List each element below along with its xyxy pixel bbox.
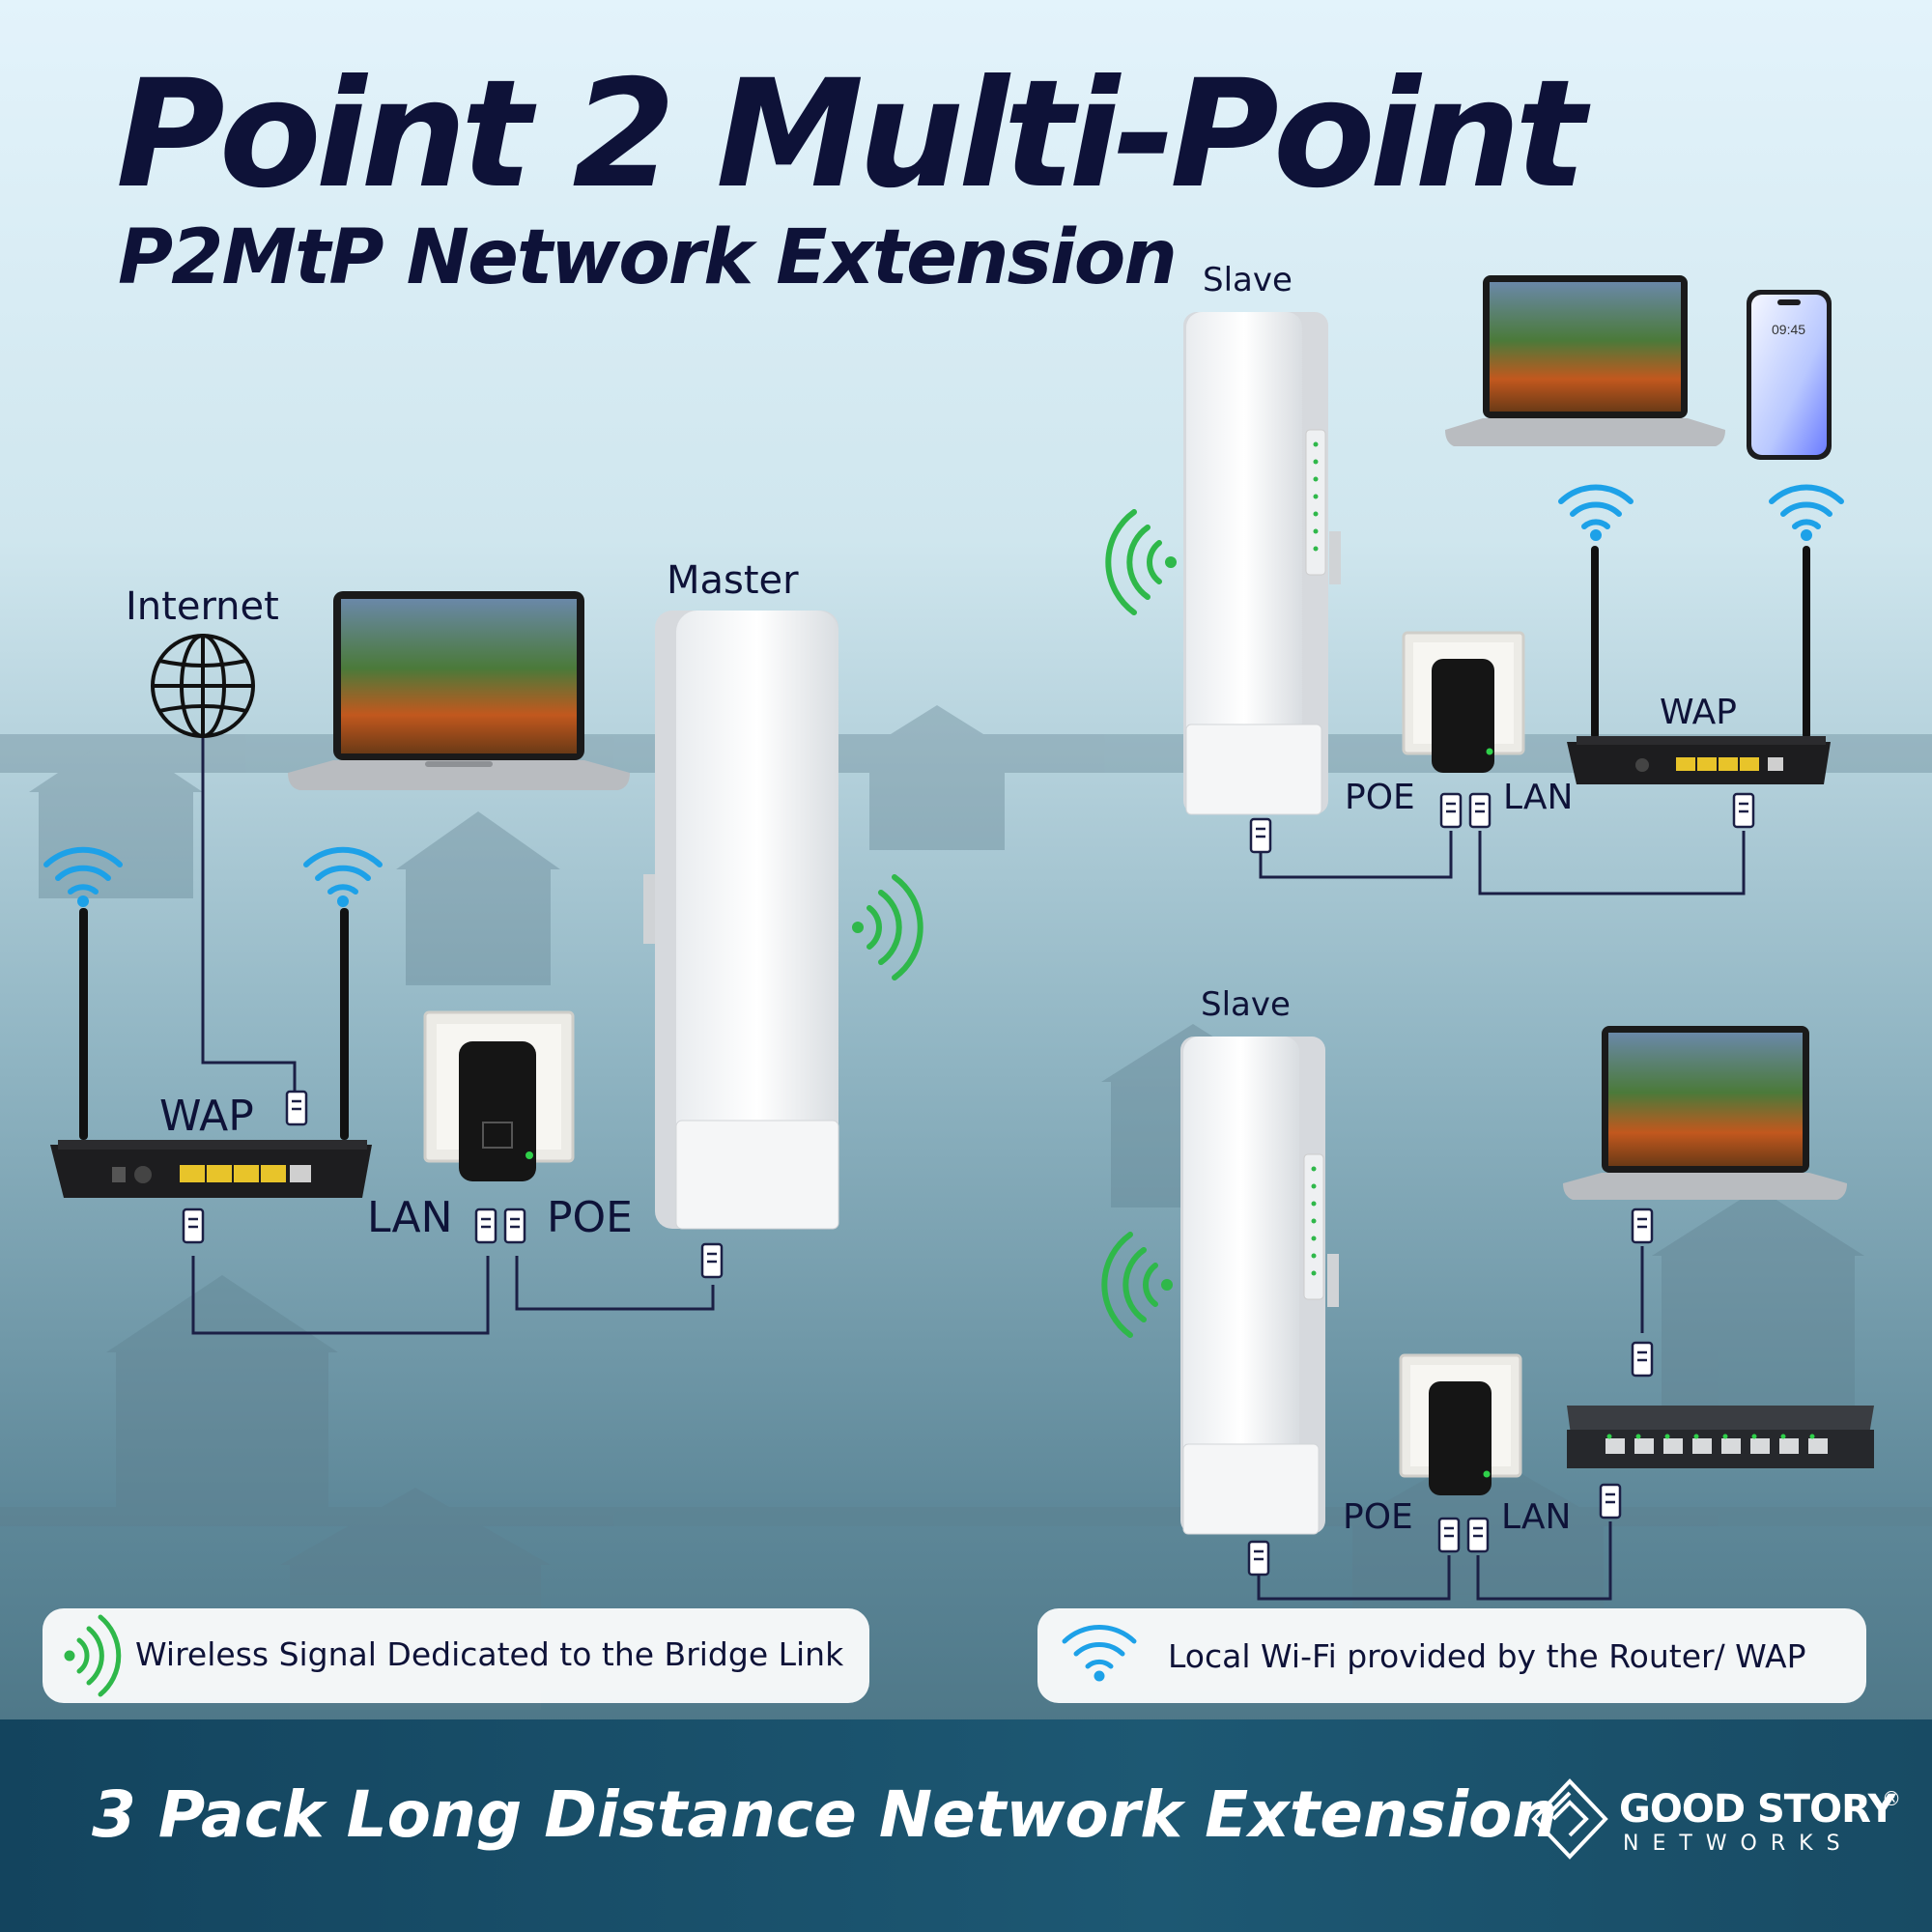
ethernet-plug-icon bbox=[700, 1242, 724, 1279]
wifi-icon bbox=[1558, 484, 1634, 541]
ethernet-plug-icon bbox=[1437, 1517, 1461, 1553]
cpe-antenna-icon bbox=[643, 611, 839, 1230]
top-right-wap-label: WAP bbox=[1660, 693, 1737, 732]
cables bbox=[191, 676, 1746, 1601]
ethernet-plug-icon bbox=[503, 1208, 526, 1244]
laptop-icon bbox=[288, 591, 630, 790]
top-right-poe-label: POE bbox=[1345, 778, 1415, 817]
bridge-signal-icon bbox=[1105, 509, 1177, 615]
ethernet-plug-icon bbox=[1631, 1341, 1654, 1378]
switch-icon bbox=[1567, 1406, 1874, 1468]
bridge-signal-icon bbox=[1101, 1232, 1173, 1338]
wifi-icon bbox=[43, 846, 123, 907]
brand-name: GOOD STORY bbox=[1619, 1787, 1896, 1832]
cpe-antenna-icon bbox=[1180, 1037, 1339, 1535]
ethernet-plug-icon bbox=[182, 1208, 205, 1244]
router-icon bbox=[1567, 546, 1831, 784]
phone-icon bbox=[1747, 290, 1832, 460]
internet-label: Internet bbox=[126, 584, 279, 629]
ethernet-plug-icon bbox=[1247, 1540, 1270, 1577]
footer-banner bbox=[0, 1719, 1932, 1932]
bridge-signal-icon bbox=[64, 1614, 122, 1697]
brand-subtitle: NETWORKS bbox=[1623, 1832, 1854, 1856]
ethernet-plug-icon bbox=[1249, 817, 1272, 854]
globe-icon bbox=[151, 634, 255, 738]
ethernet-plug-icon bbox=[1466, 1517, 1490, 1553]
ethernet-plug-icon bbox=[1599, 1483, 1622, 1520]
phone-time: 09:45 bbox=[1772, 322, 1806, 337]
legend-bridge-text: Wireless Signal Dedicated to the Bridge … bbox=[135, 1635, 844, 1673]
brand-registered-mark: ® bbox=[1882, 1787, 1901, 1810]
ethernet-plug-icon bbox=[1732, 792, 1755, 829]
wifi-icon bbox=[1769, 484, 1844, 541]
footer-tagline: 3 Pack Long Distance Network Extension bbox=[92, 1777, 1558, 1852]
ethernet-plug-icon bbox=[1631, 1208, 1654, 1244]
bottom-right-lan-label: LAN bbox=[1501, 1497, 1572, 1537]
laptop-icon bbox=[1445, 275, 1725, 446]
bridge-signal-icon bbox=[852, 874, 923, 980]
left-lan-label: LAN bbox=[367, 1193, 453, 1242]
legend-bridge: Wireless Signal Dedicated to the Bridge … bbox=[43, 1608, 869, 1703]
bottom-right-poe-label: POE bbox=[1343, 1497, 1413, 1537]
laptop-icon bbox=[1563, 1026, 1847, 1200]
master-label: Master bbox=[667, 558, 799, 603]
left-poe-label: POE bbox=[547, 1193, 633, 1242]
ethernet-plugs bbox=[182, 792, 1755, 1577]
cpe-antenna-icon bbox=[1183, 312, 1341, 815]
ethernet-plug-icon bbox=[1439, 792, 1463, 829]
wifi-icon bbox=[1062, 1625, 1137, 1682]
wifi-icon bbox=[303, 846, 383, 907]
ethernet-plug-icon bbox=[474, 1208, 497, 1244]
poe-injector-icon bbox=[1402, 631, 1525, 773]
ethernet-plug-icon bbox=[1468, 792, 1492, 829]
page-title: Point 2 Multi-Point bbox=[116, 48, 1586, 221]
slave-top-label: Slave bbox=[1203, 261, 1293, 299]
poe-injector-icon bbox=[423, 1010, 575, 1181]
slave-bottom-label: Slave bbox=[1201, 985, 1291, 1024]
legend-wifi: Local Wi-Fi provided by the Router/ WAP bbox=[1037, 1608, 1866, 1703]
ethernet-plug-icon bbox=[285, 1090, 308, 1126]
page-subtitle: P2MtP Network Extension bbox=[118, 214, 1178, 301]
legend-wifi-text: Local Wi-Fi provided by the Router/ WAP bbox=[1168, 1637, 1806, 1675]
left-wap-label: WAP bbox=[159, 1092, 254, 1141]
poe-injector-icon bbox=[1399, 1353, 1522, 1495]
router-icon bbox=[50, 908, 372, 1198]
brand-logo-icon bbox=[1531, 1778, 1608, 1860]
top-right-lan-label: LAN bbox=[1503, 778, 1574, 817]
